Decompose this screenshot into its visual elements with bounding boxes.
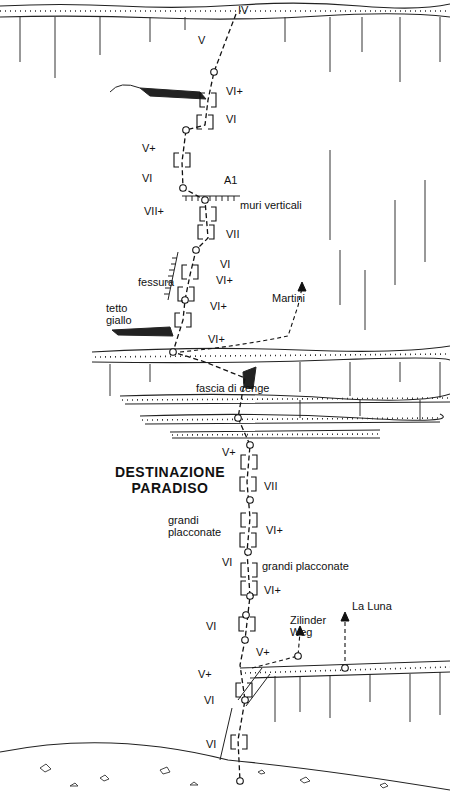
ground <box>0 743 450 790</box>
grade-label: VII <box>226 228 239 240</box>
belay-circle <box>247 497 254 504</box>
grade-label: V <box>198 34 205 46</box>
pitch-symbol <box>178 287 194 301</box>
pitch-symbol <box>240 477 256 491</box>
pitch-symbol <box>197 115 213 129</box>
grade-label: VI+ <box>208 333 225 345</box>
ledge-dots <box>95 354 450 673</box>
note-label: fessura <box>138 276 174 288</box>
pitch-symbol <box>174 153 190 167</box>
grade-label: VI <box>206 620 216 632</box>
pitch-symbol <box>231 735 247 749</box>
cliff-lines <box>20 17 440 722</box>
route-line <box>173 14 250 781</box>
grade-label: VI <box>220 258 230 270</box>
pitch-symbol <box>239 617 255 631</box>
grade-label: VI <box>142 172 152 184</box>
grade-label: VI <box>222 556 232 568</box>
belay-circle <box>242 637 249 644</box>
grade-label: VI <box>226 113 236 125</box>
pitch-symbol <box>200 93 216 107</box>
pitch-symbol <box>241 581 257 595</box>
belay-circle <box>193 247 200 254</box>
belay-circle <box>247 593 254 600</box>
belay-circle <box>180 185 187 192</box>
grade-label: VI <box>204 694 214 706</box>
note-label: La Luna <box>352 600 392 612</box>
grade-label: IV <box>238 4 248 16</box>
note-label: Martini <box>272 292 305 304</box>
belay-circle <box>237 778 244 785</box>
belay-circle <box>242 697 249 704</box>
pitch-symbol <box>241 513 257 527</box>
ledges <box>92 346 450 678</box>
pitch-symbol <box>241 455 257 469</box>
note-label: tetto giallo <box>106 302 146 326</box>
pitch-symbol <box>200 207 216 221</box>
grade-label: V+ <box>256 646 270 658</box>
grade-label: VI+ <box>210 300 227 312</box>
grade-label: VI+ <box>216 274 233 286</box>
belay-circle <box>295 653 302 660</box>
note-label: grandi placconate <box>262 560 349 572</box>
belay-circle <box>235 415 242 422</box>
pitch-symbol <box>236 683 252 697</box>
roofs <box>112 88 256 389</box>
belay-circle <box>202 197 209 204</box>
note-label: grandi placconate <box>168 514 226 538</box>
pitch-symbol <box>240 533 256 547</box>
grade-label: V+ <box>142 142 156 154</box>
grade-label: V+ <box>222 446 236 458</box>
note-label: muri verticali <box>240 199 302 211</box>
pitch-symbol <box>175 313 191 327</box>
belay-circle <box>183 127 190 134</box>
belay-circle <box>342 665 349 672</box>
grade-label: VII <box>264 480 277 492</box>
grade-label: VI+ <box>264 584 281 596</box>
belay-circle <box>245 549 252 556</box>
route-arrows <box>296 282 349 635</box>
pitch-symbol <box>241 563 257 577</box>
pitch-symbol <box>198 225 214 239</box>
note-label: Zilinder Weg <box>290 614 332 638</box>
belay-circle <box>247 442 254 449</box>
grade-label: VI <box>206 738 216 750</box>
belay-circle <box>170 349 177 356</box>
belay-circle <box>182 297 189 304</box>
pitch-symbol <box>182 265 198 279</box>
wall-hatching <box>110 85 240 300</box>
note-label: fascia di cenge <box>196 382 269 394</box>
grade-label: VII+ <box>144 205 164 217</box>
rim-dots <box>0 10 450 12</box>
grade-label: A1 <box>224 174 237 186</box>
grade-label: VI+ <box>226 85 243 97</box>
gully <box>220 668 270 760</box>
belay-circle <box>211 69 218 76</box>
scree <box>40 764 388 788</box>
route-title: DESTINAZIONE PARADISO <box>110 464 230 496</box>
grade-label: VI+ <box>266 524 283 536</box>
grade-label: V+ <box>198 668 212 680</box>
top-rim <box>0 3 450 19</box>
